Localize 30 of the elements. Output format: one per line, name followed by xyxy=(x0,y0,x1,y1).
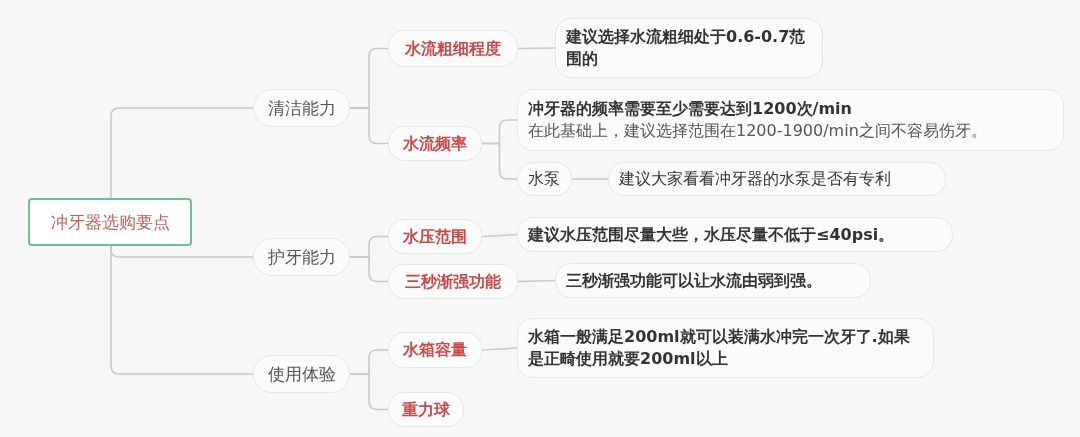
branch-box: 护牙能力 xyxy=(253,238,350,276)
subtopic-box: 水流粗细程度 xyxy=(388,30,518,67)
note-box: 水箱一般满足200ml就可以装满水冲完一次牙了.如果是正畸使用就要200ml以上 xyxy=(517,318,934,378)
topic-box: 冲牙器选购要点 xyxy=(28,198,192,246)
subtopic-box: 重力球 xyxy=(388,392,464,427)
note-box: 三秒渐强功能可以让水流由弱到强。 xyxy=(555,263,871,298)
connector-line xyxy=(349,107,389,145)
connector-line xyxy=(110,245,254,375)
connector-line xyxy=(481,347,518,351)
connector-line xyxy=(517,47,556,50)
note-box xyxy=(517,89,1064,151)
connector-line xyxy=(481,142,518,180)
connector-line xyxy=(349,256,389,283)
note-box: 建议选择水流粗细处于0.6-0.7范围的 xyxy=(555,18,823,78)
connector-line xyxy=(571,178,609,180)
connector-line xyxy=(349,373,389,411)
subtopic-box: 三秒渐强功能 xyxy=(388,264,518,299)
subtopic-box: 水流频率 xyxy=(388,126,482,161)
connector-line xyxy=(481,233,518,238)
note-box: 建议大家看看冲牙器的水泵是否有专利 xyxy=(608,162,946,196)
connector-line xyxy=(517,279,556,283)
branch-box: 使用体验 xyxy=(253,355,350,393)
note-box: 建议水压范围尽量大些，水压尽量不低于≤40psi。 xyxy=(517,217,953,252)
note-heading: 冲牙器的频率需要至少需要达到1200次/min xyxy=(528,98,853,120)
subtopic-box: 水压范围 xyxy=(388,219,482,254)
note-text: 在此基础上，建议选择范围在1200-1900/min之间不容易伤牙。 xyxy=(528,120,988,142)
subtopic-box: 水箱容量 xyxy=(388,332,482,368)
subtopic-box: 水泵 xyxy=(517,162,572,196)
connector-line xyxy=(110,107,254,199)
branch-box: 清洁能力 xyxy=(253,89,350,127)
